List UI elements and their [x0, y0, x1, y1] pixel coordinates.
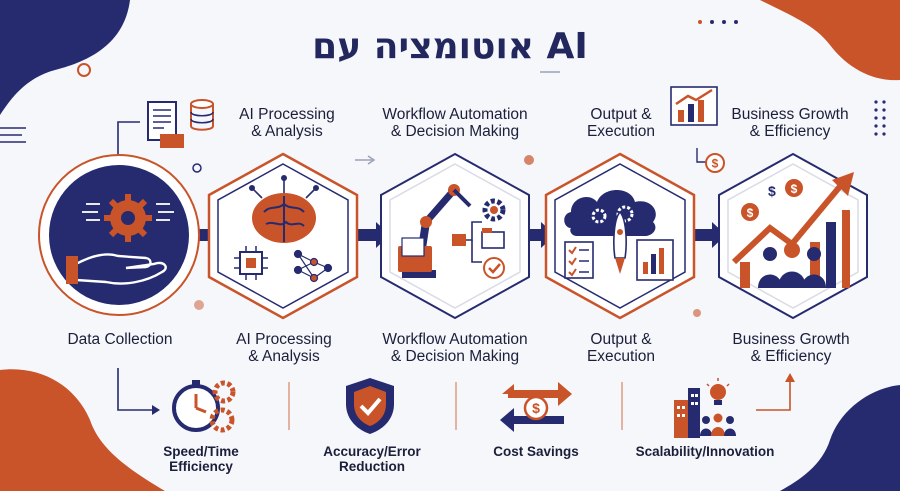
shield-check-icon — [346, 378, 394, 434]
stage-label-ai-processing: AI Processing& Analysis — [236, 331, 332, 365]
city-lightbulb-icon — [674, 378, 736, 438]
chip-icon — [234, 246, 268, 280]
bar-chart-icon — [740, 210, 850, 288]
checkmark-icon — [483, 257, 505, 279]
growth-arrow-icon — [731, 172, 854, 265]
dollar-coin-icon: $ $ $ — [741, 179, 803, 221]
top-label-output-execution: Output &Execution — [586, 106, 656, 140]
stage-label-data-collection: Data Collection — [67, 331, 173, 348]
stage-1-data-collection-node — [38, 154, 200, 316]
svg-text:$: $ — [768, 183, 776, 199]
stage-3-workflow-node — [380, 152, 530, 320]
dollar-exchange-icon: $ — [500, 382, 572, 432]
gear-icon — [104, 194, 152, 242]
stopwatch-gears-icon — [172, 380, 236, 433]
dollar-icon: $ — [705, 153, 725, 173]
svg-text:$: $ — [712, 157, 719, 171]
brain-icon — [249, 175, 319, 243]
folder-icon — [398, 237, 432, 272]
benefit-label-scalability: Scalability/Innovation — [635, 444, 775, 459]
top-label-business-growth: Business Growth& Efficiency — [731, 106, 849, 140]
documents-database-icon — [147, 99, 214, 148]
top-label-ai-processing: AI Processing& Analysis — [239, 106, 335, 140]
svg-text:$: $ — [747, 206, 754, 220]
svg-text:$: $ — [532, 400, 540, 416]
stage-label-output-execution: Output &Execution — [586, 331, 656, 365]
top-label-workflow-automation: Workflow Automation& Decision Making — [382, 106, 528, 140]
stage-label-workflow-automation: Workflow Automation& Decision Making — [382, 331, 528, 365]
page-title: אוטומציה עם AI — [312, 26, 588, 67]
growth-chart-icon — [670, 86, 718, 126]
gear-icon — [482, 198, 506, 222]
checklist-icon — [564, 241, 594, 279]
rocket-icon — [613, 210, 627, 274]
stage-4-output-node — [544, 152, 696, 320]
neural-network-icon — [293, 249, 333, 283]
stage-5-business-growth-node: $ $ $ — [718, 152, 868, 320]
team-people-icon — [758, 242, 826, 288]
hand-icon — [66, 253, 167, 285]
stage-label-business-growth: Business Growth& Efficiency — [732, 331, 850, 365]
stage-2-ai-processing-node — [207, 152, 359, 320]
svg-text:$: $ — [791, 182, 798, 196]
benefit-label-cost-savings: Cost Savings — [493, 444, 579, 459]
report-chart-icon — [636, 239, 674, 281]
